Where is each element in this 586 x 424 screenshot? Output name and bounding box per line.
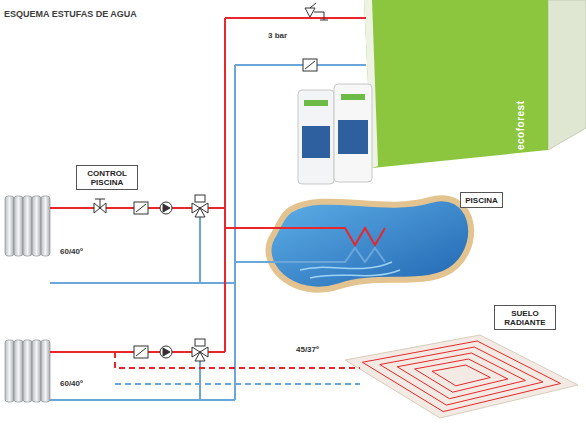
- pump-arrow: [163, 348, 170, 356]
- diagram-title: ESQUEMA ESTUFAS DE AGUA: [4, 9, 137, 20]
- pellet-bag: [298, 90, 334, 184]
- pool-ripple: [310, 270, 400, 278]
- floor-loop: [432, 365, 490, 386]
- pump-arrow: [163, 204, 170, 212]
- floor-label-box: SUELO RADIANTE: [494, 305, 556, 330]
- box-text: CONTROL PISCINA: [81, 169, 133, 187]
- mixing-valve-half: [195, 208, 205, 217]
- valve-body: [305, 8, 315, 17]
- radiator-section: [5, 340, 14, 402]
- pump-symbol: [160, 202, 172, 214]
- return-pipe: [199, 216, 201, 283]
- floor-return-pipe: [115, 383, 360, 385]
- radiator-section: [23, 196, 32, 256]
- radiator-section: [32, 340, 41, 402]
- temperature-label-holder: 60/40º: [60, 240, 83, 258]
- circuit-symbols-top: [134, 195, 208, 217]
- pressure-label: 3 bar: [268, 31, 287, 41]
- stove-side: [548, 0, 586, 150]
- floor-loop: [415, 359, 508, 392]
- title-block: ESQUEMA ESTUFAS DE AGUA: [4, 3, 137, 21]
- temperature-label-holder: 60/40º: [60, 372, 83, 390]
- temperature-label-holder: 45/37º: [296, 338, 319, 356]
- radiator-bottom: [5, 340, 50, 402]
- pool-supply-coil: [225, 228, 385, 245]
- safety-valve-symbol: [305, 3, 328, 20]
- radiator-section: [23, 340, 32, 402]
- control-label-box: CONTROL PISCINA: [76, 165, 138, 190]
- switch-mark: [305, 61, 315, 69]
- pool-ripple: [300, 262, 392, 270]
- pool-illustration: [269, 198, 472, 289]
- valve-outlet: [310, 3, 328, 20]
- mixing-valve-half: [195, 352, 205, 361]
- radiator-section: [5, 196, 14, 256]
- temperature-label: 45/37º: [296, 345, 319, 355]
- pressure-label-holder: 3 bar: [268, 24, 287, 42]
- flow-switch: [134, 202, 148, 214]
- radiator-section: [32, 196, 41, 256]
- circuit-symbols-bottom: [134, 339, 208, 361]
- valve-half: [100, 203, 106, 213]
- switch-mark: [136, 204, 146, 212]
- bag-band: [338, 120, 368, 154]
- return-pipe: [199, 360, 201, 400]
- radiator-section: [14, 196, 23, 256]
- floor-slab: [345, 335, 578, 418]
- pump-symbol: [160, 346, 172, 358]
- pool-basin: [269, 198, 472, 289]
- thermostatic-valve-symbol: [94, 199, 106, 213]
- floor-loop: [362, 341, 560, 412]
- valve-half: [94, 203, 100, 213]
- valve-stem: [95, 199, 105, 208]
- switch-mark: [136, 348, 146, 356]
- bag-logo: [341, 94, 365, 100]
- stove-illustration: [364, 0, 586, 168]
- floor-loop: [397, 353, 525, 399]
- supply-pipe: [224, 18, 226, 352]
- floor-loop: [380, 347, 543, 405]
- bag-logo: [304, 100, 328, 106]
- brand-logo: ecoforest: [515, 100, 526, 150]
- return-pipe: [234, 65, 236, 400]
- radiator-top: [5, 196, 50, 256]
- pellet-bags: [298, 84, 372, 184]
- pellet-bag: [334, 84, 372, 182]
- valve-actuator: [195, 339, 205, 346]
- return-pipe: [50, 399, 235, 401]
- pool-label-box: PISCINA: [460, 192, 503, 208]
- radiator-section: [41, 340, 50, 402]
- supply-pipe: [225, 17, 366, 19]
- temperature-label: 60/40º: [60, 247, 83, 257]
- temperature-label: 60/40º: [60, 379, 83, 389]
- flow-switch: [134, 346, 148, 358]
- pool-return-coil: [235, 248, 385, 262]
- radiant-floor-illustration: [345, 335, 578, 418]
- brand-logo-holder: ecoforest: [510, 100, 528, 150]
- return-pipe: [50, 282, 235, 284]
- switch-box: [303, 59, 317, 71]
- pipes: [50, 18, 385, 400]
- box-text: PISCINA: [465, 196, 498, 205]
- box-text: SUELO RADIANTE: [499, 309, 551, 327]
- stove-front: [364, 0, 548, 168]
- valve-actuator: [195, 195, 205, 202]
- radiator-section: [41, 196, 50, 256]
- return-pipe: [235, 64, 366, 66]
- radiator-section: [14, 340, 23, 402]
- flow-switch-symbol: [303, 59, 317, 71]
- bag-band: [302, 126, 330, 158]
- floor-supply-pipe: [115, 352, 360, 368]
